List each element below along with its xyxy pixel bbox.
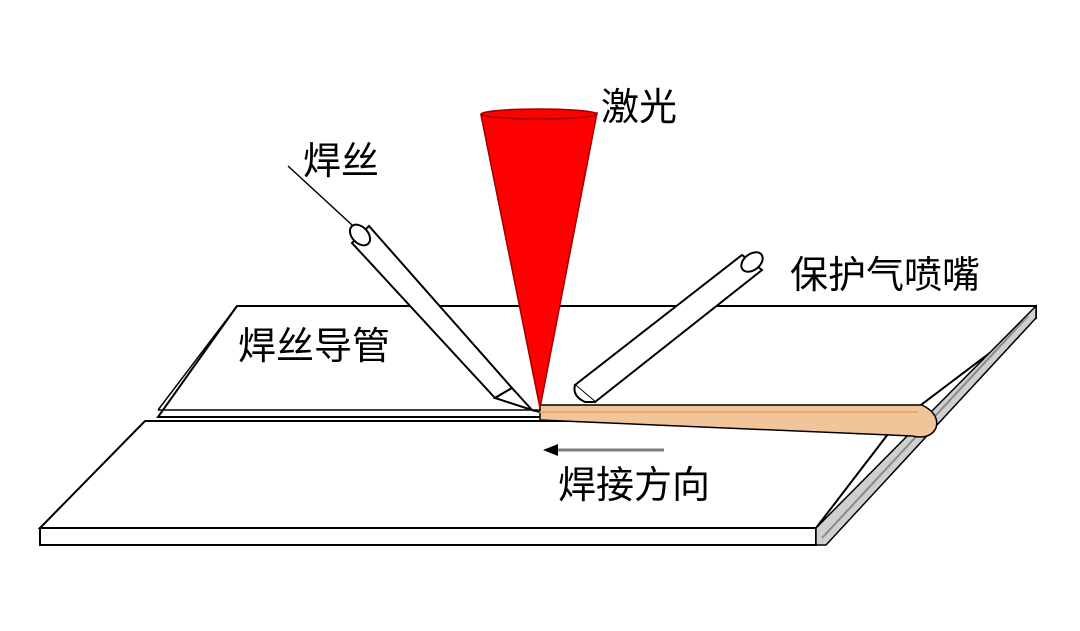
laser-label: 激光: [601, 85, 678, 129]
wire-label: 焊丝: [303, 139, 380, 183]
front-plate: [37, 420, 901, 546]
laser-beam: [480, 108, 598, 409]
weld-bead: [539, 404, 938, 438]
welding-direction-arrow: [543, 444, 664, 456]
shielding-gas-nozzle: [573, 251, 764, 404]
direction-label: 焊接方向: [558, 463, 711, 507]
nozzle-label: 保护气喷嘴: [790, 253, 981, 297]
wire-guide-label: 焊丝导管: [238, 324, 391, 368]
wire-guide-tube: [348, 223, 540, 413]
welding-wire: [287, 165, 365, 237]
